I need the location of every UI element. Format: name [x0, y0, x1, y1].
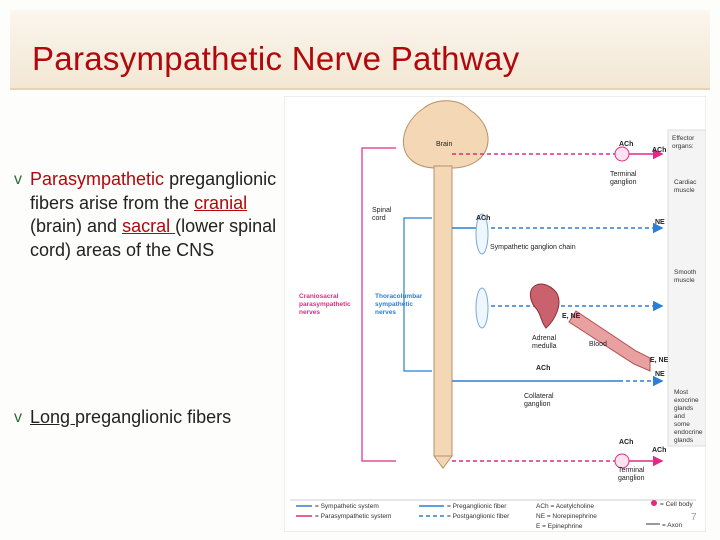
effector-label: Effector	[672, 135, 695, 142]
cardiac-label: Cardiac	[674, 179, 697, 186]
adrenal-label: Adrenal	[532, 335, 557, 342]
bullet-long-fibers: v Long preganglionic fibers	[14, 406, 274, 436]
title-bar	[10, 10, 710, 90]
legend-e-label: E = Epinephrine	[536, 523, 583, 530]
brain-label: Brain	[436, 141, 452, 148]
bullet-marker-icon: v	[14, 171, 22, 188]
nervous-system-diagram: Effector organs: Cardiac muscle Smooth m…	[284, 96, 706, 532]
legend-ach-label: ACh = Acetylcholine	[536, 503, 594, 510]
long-word: Long	[30, 407, 76, 427]
blood-label: Blood	[589, 341, 607, 348]
glands-label-5: some	[674, 421, 690, 428]
slide-number: 7	[691, 512, 697, 523]
legend-cell-icon	[651, 500, 657, 506]
bullet-text: Long preganglionic fibers	[30, 406, 280, 430]
bullet-text-part: (lower spinal cord) areas of the CNS	[30, 216, 277, 260]
glands-label-6: endocrine	[674, 429, 703, 436]
legend-ne-label: NE = Norepinephrine	[536, 513, 597, 520]
effector-column	[667, 129, 706, 447]
spinal-cord-label-2: cord	[372, 215, 386, 222]
spinal-cord-shape	[433, 165, 453, 457]
collateral-ganglion-label-2: ganglion	[524, 401, 551, 408]
slide-title: Parasympathetic Nerve Pathway	[32, 40, 520, 77]
legend-symp-label: = Sympathetic system	[315, 503, 379, 510]
legend-post-label: = Postganglionic fiber	[447, 513, 510, 520]
bullet-lead: Parasympathetic	[30, 169, 165, 189]
smooth-label-2: muscle	[674, 277, 695, 284]
bullet-marker-icon: v	[14, 409, 22, 426]
terminal-ganglion-bottom-label-2: ganglion	[618, 475, 645, 482]
e-ne-label-2: E, NE	[650, 357, 669, 364]
ach-label-3: ACh	[476, 215, 490, 222]
craniosacral-label: Craniosacral	[299, 293, 339, 300]
legend-cell-label: = Cell body	[660, 501, 693, 508]
bullet-text-part: preganglionic fibers	[75, 407, 232, 427]
cord-tip-shape	[433, 455, 453, 469]
e-ne-label-1: E, NE	[562, 313, 581, 320]
craniosacral-brace	[361, 147, 396, 462]
adrenal-label-2: medulla	[532, 343, 557, 350]
ach-label-4: ACh	[536, 365, 550, 372]
craniosacral-label-2: parasympathetic	[299, 301, 351, 308]
legend-pre-label: = Preganglionic fiber	[447, 503, 507, 510]
ach-label-2: ACh	[652, 147, 666, 154]
cranial-link: cranial	[194, 192, 248, 213]
adrenal-medulla-shape	[529, 283, 560, 329]
bullet-text-part: (brain) and	[30, 216, 123, 236]
terminal-ganglion-label-2: ganglion	[610, 179, 637, 186]
ganglion-chain-2	[475, 287, 489, 329]
terminal-ganglion-bottom	[614, 453, 630, 469]
legend-para-label: = Parasympathetic system	[315, 513, 391, 520]
effector-label-2: organs:	[672, 143, 694, 150]
thoracolumbar-brace	[403, 217, 432, 372]
glands-label-4: and	[674, 413, 685, 420]
glands-label-3: glands	[674, 405, 694, 412]
blood-vessel-shape	[568, 310, 651, 372]
legend-axon-label: = Axon	[662, 522, 682, 529]
ach-label-6: ACh	[652, 447, 666, 454]
bullet-parasympathetic-origin: v Parasympathetic preganglionic fibers a…	[14, 168, 276, 288]
ganglion-chain-1	[475, 213, 489, 255]
terminal-ganglion-bottom-label: Terminal	[618, 467, 645, 474]
thoracolumbar-label-2: sympathetic	[375, 301, 413, 308]
ne-label-1: NE	[655, 219, 665, 226]
terminal-ganglion-top	[614, 146, 630, 162]
smooth-label: Smooth	[674, 269, 697, 276]
sacral-link: sacral	[122, 216, 176, 236]
spinal-cord-label: Spinal	[372, 207, 392, 214]
glands-label-7: glands	[674, 437, 694, 444]
ach-label-1: ACh	[619, 141, 633, 148]
collateral-ganglion-label: Collateral	[524, 393, 554, 400]
sympathetic-chain-label: Sympathetic ganglion chain	[490, 244, 576, 251]
brain-shape	[402, 100, 489, 169]
ne-label-2: NE	[655, 371, 665, 378]
bullet-text: Parasympathetic preganglionic fibers ari…	[30, 168, 280, 262]
glands-label-2: exocrine	[674, 397, 699, 404]
glands-label-1: Most	[674, 389, 688, 396]
craniosacral-label-3: nerves	[299, 309, 320, 316]
thoracolumbar-label-3: nerves	[375, 309, 396, 316]
ach-label-5: ACh	[619, 439, 633, 446]
thoracolumbar-label: Thoracolumbar	[375, 293, 423, 300]
terminal-ganglion-label: Terminal	[610, 171, 637, 178]
bullet-text-part: preganglionic fibers arise from the	[30, 169, 277, 213]
diagram-frame	[284, 96, 706, 532]
cardiac-label-2: muscle	[674, 187, 695, 194]
